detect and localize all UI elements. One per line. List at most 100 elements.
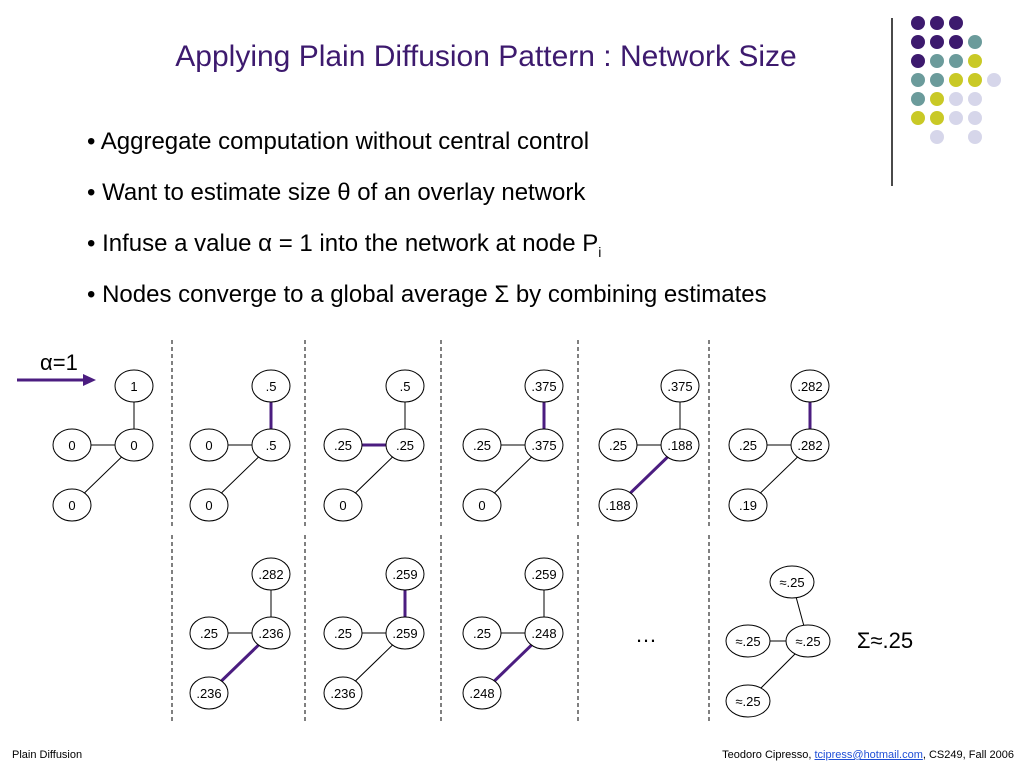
node-top (790, 369, 830, 403)
decor-dot (968, 73, 982, 87)
network-graph-t0: 1 0 0 0 (52, 369, 154, 522)
node-value: .375 (531, 379, 556, 394)
node-value: .25 (739, 438, 757, 453)
node-value: .25 (396, 438, 414, 453)
node-value: .259 (531, 567, 556, 582)
node-value: .236 (258, 626, 283, 641)
node-top (769, 565, 815, 599)
decor-dot (949, 54, 963, 68)
footer-author: Teodoro Cipresso, (722, 749, 815, 761)
node-value: .282 (797, 379, 822, 394)
bullet-infuse-value: • Infuse a value α = 1 into the network … (87, 228, 767, 279)
node-value: .282 (797, 438, 822, 453)
ellipsis-text: … (635, 622, 657, 647)
decor-dot (968, 130, 982, 144)
decor-dot (911, 111, 925, 125)
node-value: 0 (68, 438, 75, 453)
node-middle (189, 428, 229, 462)
node-value: .282 (258, 567, 283, 582)
node-value: .25 (473, 626, 491, 641)
footer-left: Plain Diffusion (12, 749, 83, 761)
decor-dot (968, 54, 982, 68)
node-middle (189, 616, 229, 650)
node-value: ≈.25 (735, 694, 760, 709)
node-bottom (728, 488, 768, 522)
decor-dot (968, 35, 982, 49)
footer-right: Teodoro Cipresso, tcipress@hotmail.com, … (722, 749, 1014, 761)
node-top (385, 369, 425, 403)
slide-title: Applying Plain Diffusion Pattern : Netwo… (175, 40, 797, 73)
node-bottom (189, 488, 229, 522)
node-value: .375 (531, 438, 556, 453)
node-right (114, 428, 154, 462)
node-bottom (462, 676, 502, 710)
bullet-converge: • Nodes converge to a global average Σ b… (87, 281, 767, 308)
node-value: 1 (130, 379, 137, 394)
node-bottom (323, 676, 363, 710)
decor-dot (987, 73, 1001, 87)
result-label: Σ≈.25 (857, 628, 913, 653)
node-top (524, 369, 564, 403)
node-right (790, 428, 830, 462)
decor-dot (930, 35, 944, 49)
decor-dot (911, 92, 925, 106)
infuse-label: α=1 (40, 350, 78, 375)
node-right (524, 616, 564, 650)
node-value: 0 (478, 498, 485, 513)
node-right (524, 428, 564, 462)
node-value: .25 (334, 438, 352, 453)
decor-dot (930, 92, 944, 106)
node-value: .375 (667, 379, 692, 394)
node-top (114, 369, 154, 403)
final-network-graph: ≈.25≈.25≈.25≈.25 (725, 565, 831, 718)
node-top (660, 369, 700, 403)
decor-dot (968, 92, 982, 106)
node-value: 0 (339, 498, 346, 513)
bullet-infuse-text: • Infuse a value α = 1 into the network … (87, 230, 599, 257)
node-right (251, 616, 291, 650)
network-graph-b1: .259.25.259.236 (323, 557, 425, 710)
node-bottom (189, 676, 229, 710)
footer-course: , CS249, Fall 2006 (922, 749, 1014, 761)
node-value: ≈.25 (779, 575, 804, 590)
node-right (785, 624, 831, 658)
node-value: .248 (469, 686, 494, 701)
network-graph-b2: .259.25.248.248 (462, 557, 564, 710)
node-right (251, 428, 291, 462)
decor-dot (930, 16, 944, 30)
node-bottom (725, 684, 771, 718)
node-value: .259 (392, 626, 417, 641)
node-top (524, 557, 564, 591)
decor-dot (930, 73, 944, 87)
node-value: 0 (205, 438, 212, 453)
decor-dot (968, 111, 982, 125)
node-middle (462, 428, 502, 462)
decor-dot (949, 35, 963, 49)
node-top (251, 557, 291, 591)
network-graph-b0: .282.25.236.236 (189, 557, 291, 710)
decor-dot (930, 111, 944, 125)
node-right (385, 616, 425, 650)
node-middle (323, 428, 363, 462)
node-value: .5 (400, 379, 411, 394)
bullet-estimate-size: • Want to estimate size θ of an overlay … (87, 179, 586, 206)
node-middle (725, 624, 771, 658)
node-value: ≈.25 (735, 634, 760, 649)
bullet-infuse-subscript: i (598, 243, 602, 260)
node-value: 0 (68, 498, 75, 513)
decor-dot (949, 92, 963, 106)
bullet-aggregate: • Aggregate computation without central … (87, 128, 590, 155)
node-top (251, 369, 291, 403)
node-bottom (323, 488, 363, 522)
node-value: .236 (330, 686, 355, 701)
node-value: 0 (205, 498, 212, 513)
decorative-dot-grid (911, 16, 1001, 144)
node-value: .236 (196, 686, 221, 701)
node-value: 0 (130, 438, 137, 453)
node-bottom (52, 488, 92, 522)
footer-email-link[interactable]: tcipress@hotmail.com (814, 749, 923, 761)
node-bottom (598, 488, 638, 522)
decor-dot (911, 54, 925, 68)
